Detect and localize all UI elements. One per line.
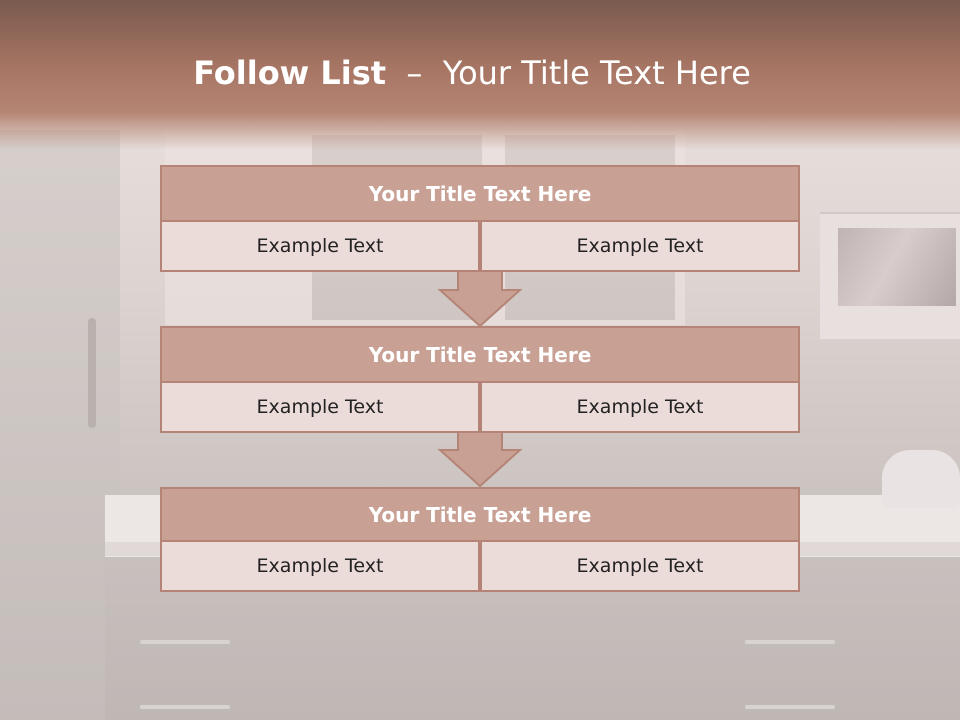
title-separator: – [406, 54, 423, 92]
block-title[interactable]: Your Title Text Here [160, 487, 800, 542]
down-arrow-icon [437, 269, 523, 328]
background-oven-glass [838, 228, 956, 306]
background-drawer-handle [140, 705, 230, 709]
block-cell-left[interactable]: Example Text [160, 542, 480, 592]
block-title[interactable]: Your Title Text Here [160, 165, 800, 222]
title-bar [0, 0, 960, 150]
block-title[interactable]: Your Title Text Here [160, 326, 800, 383]
background-drawer-handle [745, 640, 835, 644]
block-cell-left[interactable]: Example Text [160, 222, 480, 272]
background-drawer-handle [745, 705, 835, 709]
block-row: Example Text Example Text [160, 222, 800, 272]
slide-title[interactable]: Follow List – Your Title Text Here [0, 54, 944, 92]
block-row: Example Text Example Text [160, 542, 800, 592]
background-toaster [882, 450, 960, 508]
background-drawer-handle [140, 640, 230, 644]
list-block-2[interactable]: Your Title Text Here Example Text Exampl… [160, 326, 800, 433]
background-fridge-handle [88, 318, 96, 428]
block-cell-right[interactable]: Example Text [480, 383, 800, 433]
list-block-3[interactable]: Your Title Text Here Example Text Exampl… [160, 487, 800, 592]
title-bold-part: Follow List [193, 54, 387, 92]
block-cell-left[interactable]: Example Text [160, 383, 480, 433]
block-row: Example Text Example Text [160, 383, 800, 433]
list-block-1[interactable]: Your Title Text Here Example Text Exampl… [160, 165, 800, 272]
block-cell-right[interactable]: Example Text [480, 222, 800, 272]
background-fridge [0, 130, 120, 720]
title-rest-part: Your Title Text Here [442, 54, 751, 92]
down-arrow-icon [437, 429, 523, 488]
block-cell-right[interactable]: Example Text [480, 542, 800, 592]
